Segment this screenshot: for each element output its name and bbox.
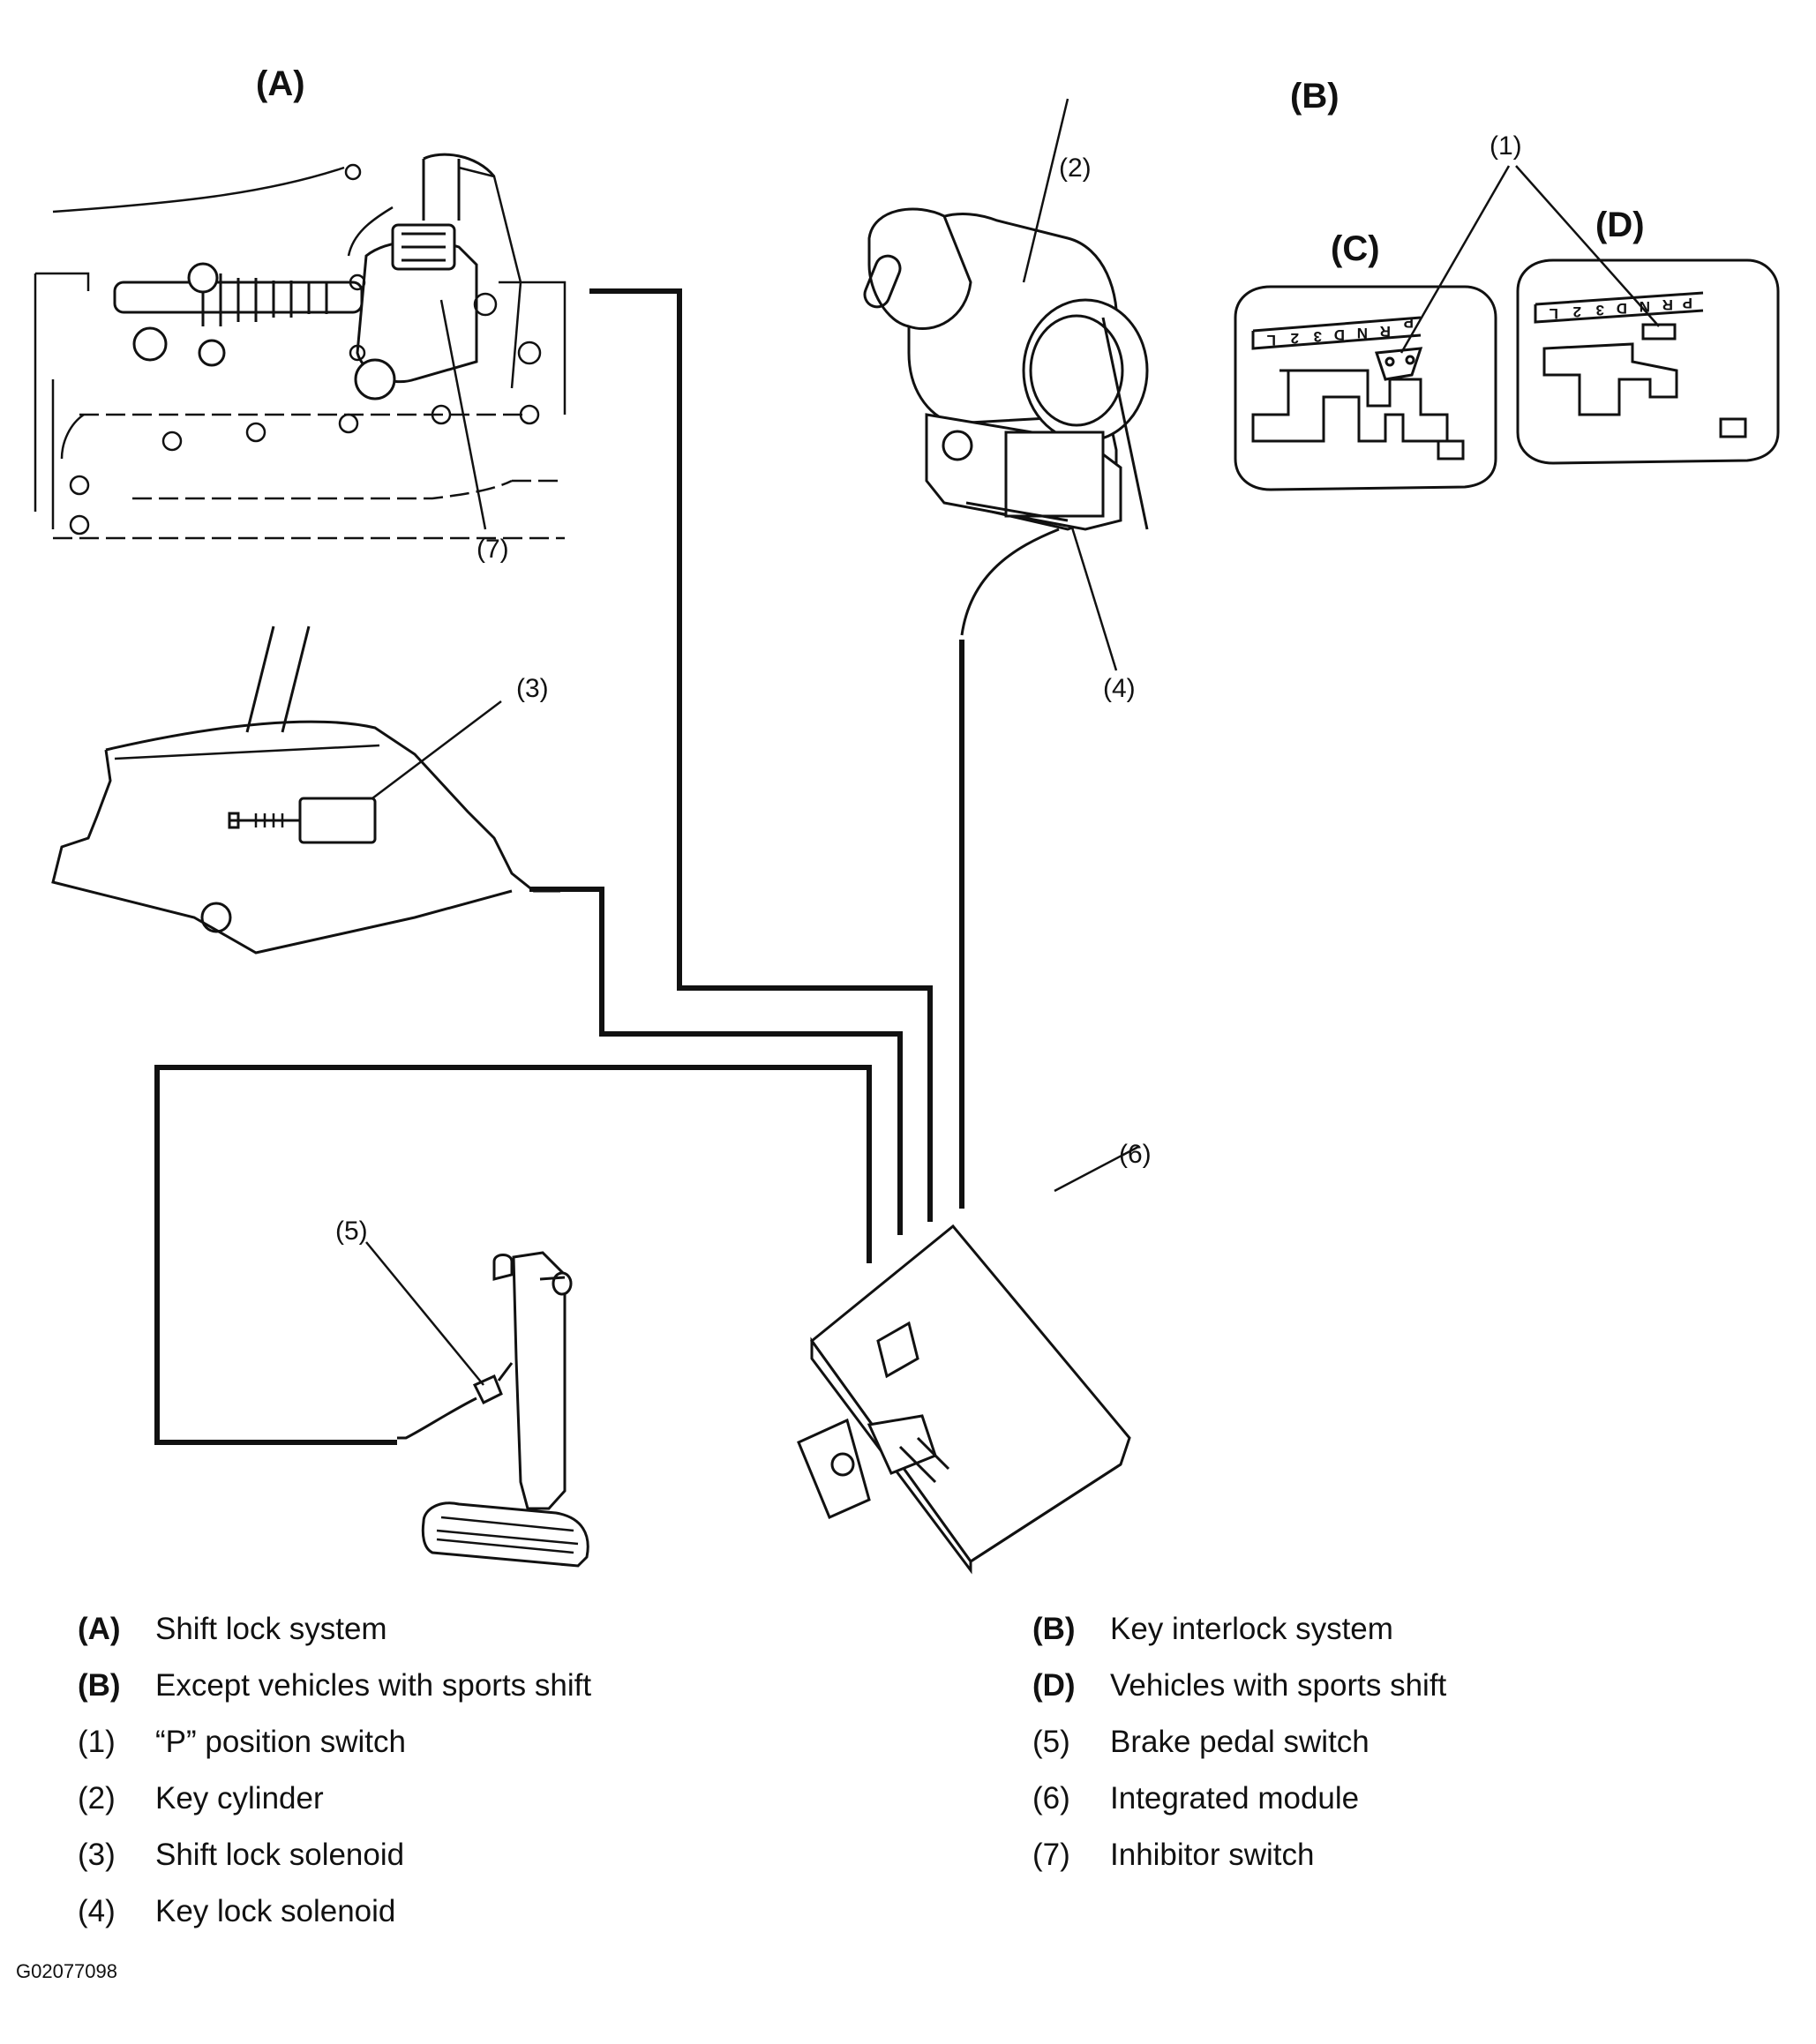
- gate-d-gear-r: R: [1662, 296, 1673, 313]
- callout-1: (1): [1490, 131, 1522, 161]
- legend-item: (B) Except vehicles with sports shift: [78, 1658, 591, 1714]
- legend-item: (D) Vehicles with sports shift: [1032, 1658, 1446, 1714]
- shift-lock-solenoid-illustration: (3): [51, 625, 560, 955]
- legend-text: Key interlock system: [1110, 1612, 1393, 1646]
- gate-c-gear-n: N: [1357, 325, 1368, 341]
- gate-d-gear-p: P: [1683, 295, 1692, 311]
- gate-d-gear-d: D: [1617, 300, 1627, 317]
- legend-key: (6): [1032, 1781, 1070, 1816]
- gate-d-gear-l: L: [1550, 305, 1558, 322]
- brake-pedal-illustration: (5): [335, 1217, 589, 1568]
- legend-text: Key cylinder: [155, 1781, 324, 1816]
- legend-text: Shift lock solenoid: [155, 1838, 405, 1872]
- key-cylinder-illustration: (2) (4): [863, 98, 1149, 703]
- legend-key: (7): [1032, 1838, 1070, 1872]
- legend-key: (A): [78, 1612, 121, 1646]
- legend-key: (B): [1032, 1612, 1076, 1646]
- callout-2: (2): [1059, 153, 1092, 183]
- legend-right-column: (B) Key interlock system (D) Vehicles wi…: [1032, 1601, 1446, 1883]
- gate-c-gear-l: L: [1267, 332, 1276, 348]
- legend-key: (4): [78, 1894, 116, 1928]
- wiring-harness: [154, 288, 964, 1445]
- gate-d-gear-2: 2: [1573, 303, 1581, 320]
- legend-item: (7) Inhibitor switch: [1032, 1827, 1446, 1883]
- legend-text: Inhibitor switch: [1110, 1838, 1315, 1872]
- section-label-a: (A): [256, 64, 305, 103]
- callout-5: (5): [335, 1217, 368, 1246]
- legend-item: (6) Integrated module: [1032, 1771, 1446, 1827]
- gate-d-gear-3: 3: [1596, 302, 1604, 318]
- legend-item: (4) Key lock solenoid: [78, 1883, 591, 1940]
- section-label-b: (B): [1290, 77, 1339, 116]
- section-label-c: (C): [1331, 229, 1380, 268]
- transmission-inhibitor-switch-illustration: (7): [34, 153, 567, 564]
- legend-key: (B): [78, 1668, 121, 1703]
- legend-key: (3): [78, 1838, 116, 1872]
- gate-c-gear-d: D: [1334, 326, 1345, 343]
- legend-item: (2) Key cylinder: [78, 1771, 591, 1827]
- gate-d-gear-n: N: [1640, 298, 1650, 315]
- legend-item: (3) Shift lock solenoid: [78, 1827, 591, 1883]
- callout-6: (6): [1119, 1140, 1152, 1169]
- callout-4: (4): [1103, 674, 1136, 703]
- legend-text: Vehicles with sports shift: [1110, 1668, 1447, 1703]
- legend-item: (A) Shift lock system: [78, 1601, 591, 1658]
- legend-key: (5): [1032, 1725, 1070, 1759]
- legend-item: (5) Brake pedal switch: [1032, 1714, 1446, 1771]
- legend-text: Except vehicles with sports shift: [155, 1668, 592, 1703]
- callout-7: (7): [477, 535, 509, 564]
- callout-3: (3): [516, 674, 549, 703]
- legend-key: (D): [1032, 1668, 1076, 1703]
- legend-text: Shift lock system: [155, 1612, 387, 1646]
- legend-text: Integrated module: [1110, 1781, 1360, 1816]
- shift-gate-d: L 2 3 D N R P: [1516, 258, 1780, 465]
- figure-code: G02077098: [16, 1960, 117, 1982]
- legend-text: Key lock solenoid: [155, 1894, 396, 1928]
- legend-key: (2): [78, 1781, 116, 1816]
- legend-text: Brake pedal switch: [1110, 1725, 1370, 1759]
- gate-c-gear-3: 3: [1314, 328, 1322, 345]
- callout-1-group: (1): [1400, 131, 1660, 354]
- legend: (A) Shift lock system (B) Except vehicle…: [0, 1601, 1816, 1936]
- gate-c-gear-2: 2: [1291, 330, 1299, 347]
- legend-item: (1) “P” position switch: [78, 1714, 591, 1771]
- gate-c-gear-p: P: [1404, 314, 1414, 331]
- legend-item: (B) Key interlock system: [1032, 1601, 1446, 1658]
- system-diagram: (A) (B) (C) (D): [34, 64, 1780, 1575]
- integrated-module-illustration: (6): [797, 1140, 1152, 1575]
- shift-gate-c: L 2 3 D N R P: [1234, 285, 1497, 491]
- legend-text: “P” position switch: [155, 1725, 406, 1759]
- legend-left-column: (A) Shift lock system (B) Except vehicle…: [78, 1601, 591, 1940]
- gate-c-gear-r: R: [1380, 323, 1391, 340]
- legend-key: (1): [78, 1725, 116, 1759]
- section-label-d: (D): [1595, 206, 1645, 244]
